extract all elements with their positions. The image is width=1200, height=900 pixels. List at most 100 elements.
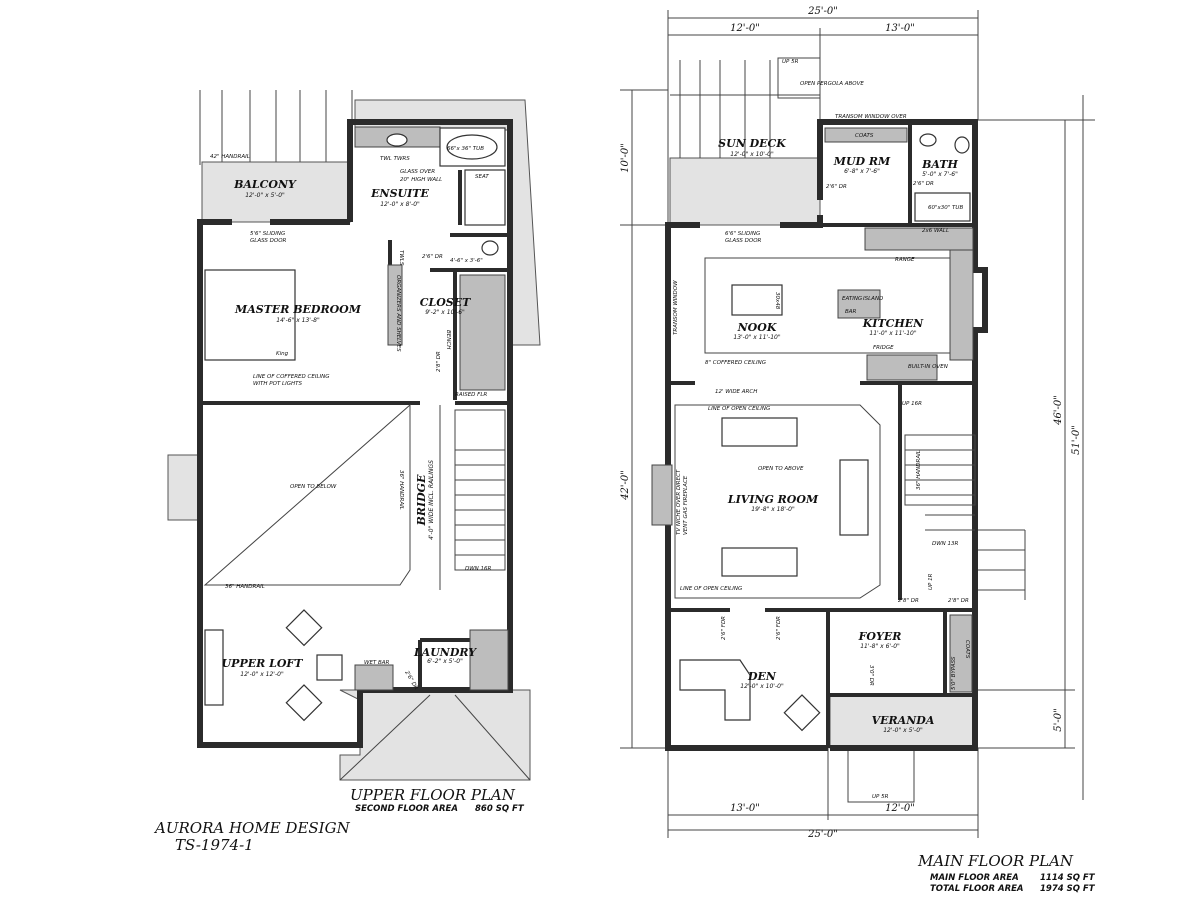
veranda <box>829 694 977 749</box>
note: UP 5R <box>782 59 799 65</box>
note: 5'6" SLIDING <box>250 231 285 237</box>
organizers <box>387 264 403 346</box>
note: 36" HANDRAIL <box>398 470 404 510</box>
note: OPEN PERGOLA ABOVE <box>800 81 864 87</box>
kitchen-counter-side <box>949 249 974 361</box>
bath-toilet <box>954 136 970 154</box>
room-label: BATH <box>921 158 958 171</box>
bath-sink <box>919 133 937 147</box>
note: 2'8" DR <box>948 598 969 604</box>
company-name: AURORA HOME DESIGN <box>153 819 351 837</box>
note: 36" HANDRAIL <box>225 584 265 590</box>
note: WET BAR <box>364 660 390 666</box>
loft-chair <box>285 684 323 722</box>
upper-roof-bottom <box>339 689 531 781</box>
foyer-coats <box>949 614 973 693</box>
note: GLASS DOOR <box>250 238 287 244</box>
coffered-ceiling-line <box>704 257 951 354</box>
dimension: 25'-0" <box>807 6 838 17</box>
note: TWL TWRS <box>380 156 410 162</box>
sun-deck <box>669 157 821 226</box>
rear-stairs <box>777 57 821 99</box>
note: 8" COFFERED CEILING <box>705 360 766 366</box>
note: GLASS DOOR <box>725 238 762 244</box>
note: 6'6" SLIDING <box>725 231 760 237</box>
note: UP 1R <box>928 573 934 590</box>
dimension: 10'-0" <box>620 143 631 173</box>
built-in-oven <box>866 354 938 381</box>
dining-table <box>731 284 783 316</box>
room-size: 14'-6" x 13'-8" <box>276 317 320 324</box>
note: DWN 16R <box>465 566 492 572</box>
upper-interior-walls <box>200 170 510 690</box>
dimension: 42'-0" <box>620 470 631 501</box>
island <box>837 289 881 319</box>
note: FRIDGE <box>873 345 894 351</box>
room-label: FOYER <box>858 630 902 643</box>
side-stairs <box>978 529 1026 600</box>
note: 2'6" DR <box>422 254 443 260</box>
balcony-railing-posts <box>199 90 353 165</box>
note: 2'8" DR <box>898 598 919 604</box>
note: UP 5R <box>872 794 889 800</box>
note: 60"x30" TUB <box>928 205 963 211</box>
room-label: BALCONY <box>233 178 297 191</box>
main-interior-walls <box>668 125 975 748</box>
note: 66"x 36" TUB <box>447 146 484 152</box>
pergola <box>670 60 820 158</box>
room-label: UPPER LOFT <box>222 657 304 670</box>
room-size: 13'-0" x 11'-10" <box>733 334 780 341</box>
upper-stairs <box>454 409 506 571</box>
main-floor-plan: 25'-0" 12'-0" 13'-0" 10'-0" 42'-0" 46'-0… <box>620 6 1096 894</box>
note: 2x6 WALL <box>922 228 949 234</box>
note: EATING <box>842 296 862 302</box>
room-label: SUN DECK <box>718 137 786 150</box>
note: TRANSOM WINDOW OVER <box>835 114 907 120</box>
loft-table <box>316 654 343 681</box>
dimension: 46'-0" <box>1053 395 1064 426</box>
sofa <box>721 417 798 447</box>
note: 2'6" DR <box>826 184 847 190</box>
note: 3'0" DR <box>868 665 874 686</box>
note: BUILT-IN OVEN <box>908 364 948 370</box>
note: 12' WIDE ARCH <box>715 389 757 395</box>
note: COATS <box>855 133 874 139</box>
upper-bump-out <box>167 454 203 521</box>
room-label: CLOSET <box>420 296 471 309</box>
room-label: BRIDGE <box>415 474 428 527</box>
note: 2'6" FDR <box>776 616 782 640</box>
upper-area-value: 860 SQ FT <box>475 804 525 814</box>
note: GLASS OVER <box>400 169 435 175</box>
total-area-value: 1974 SQ FT <box>1040 884 1096 894</box>
note: LINE OF COFFERED CEILING <box>253 374 330 380</box>
fireplace <box>651 464 673 526</box>
note: 5'0" BYPASS <box>951 656 957 690</box>
note: 42" HANDRAIL <box>210 154 250 160</box>
note: OPEN TO BELOW <box>290 484 337 490</box>
dimension-lines <box>620 10 1095 838</box>
main-stairs <box>904 434 976 531</box>
note: OPEN TO ABOVE <box>758 466 804 472</box>
laundry-machines <box>469 629 509 691</box>
wet-bar <box>354 664 394 691</box>
note: COATS <box>964 640 970 659</box>
note: RAISED FLR <box>455 392 487 398</box>
note: BAR <box>845 309 857 315</box>
room-label: LAUNDRY <box>413 646 477 659</box>
note: BENCH <box>445 330 451 349</box>
note: DWN 13R <box>932 541 959 547</box>
room-size: 12'-0" x 5'-0" <box>883 727 923 734</box>
dimension: 5'-0" <box>1053 708 1064 731</box>
note: SEAT <box>475 174 489 180</box>
room-size: 12'-0" x 12'-0" <box>240 671 284 678</box>
main-plan-title: MAIN FLOOR PLAN <box>917 852 1074 870</box>
shower <box>464 169 506 226</box>
note: 36" HANDRAIL <box>916 450 922 490</box>
upper-floor-plan: 42" HANDRAIL BALCONY 12'-0" x 5'-0" TWL … <box>153 90 541 854</box>
note: ISLAND <box>863 296 883 302</box>
upper-plan-title: UPPER FLOOR PLAN <box>350 786 516 804</box>
room-label: ENSUITE <box>370 187 429 200</box>
note: UP 16R <box>902 401 922 407</box>
dimension: 51'-0" <box>1071 425 1082 455</box>
